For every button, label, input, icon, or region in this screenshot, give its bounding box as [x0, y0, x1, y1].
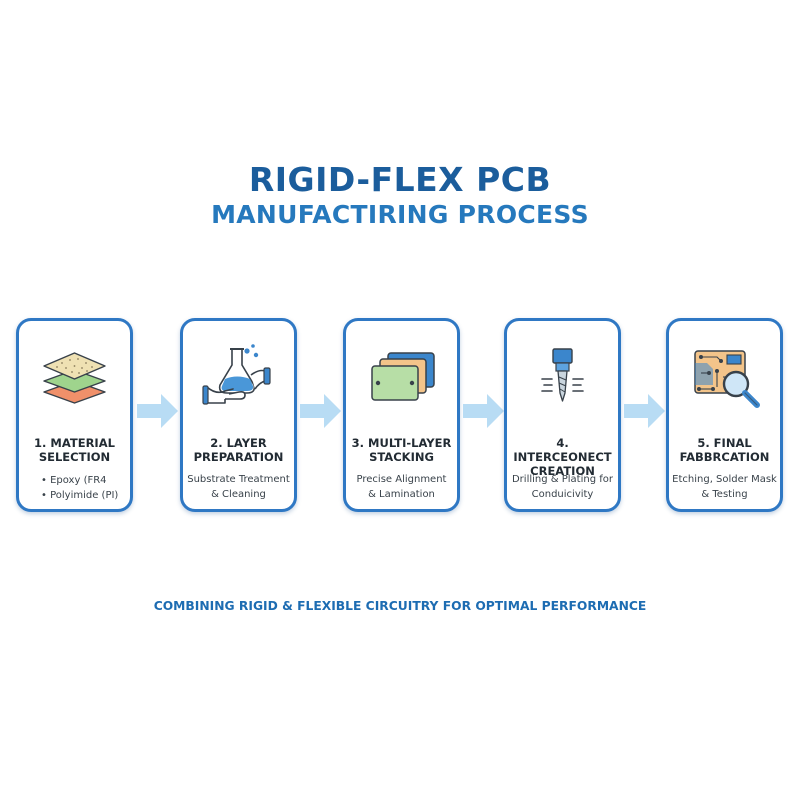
material-layers-icon	[43, 352, 106, 404]
step-title: 1. MATERIAL SELECTION	[34, 436, 115, 464]
circuit-magnifier-icon	[694, 350, 760, 408]
stacked-boards-icon	[371, 352, 435, 401]
step-description: Substrate Treatment & Cleaning	[187, 474, 290, 500]
arrow-right-icon	[300, 394, 341, 428]
arrow-right-icon	[463, 394, 504, 428]
step-description: Drilling & Plating for Conduicivity	[511, 474, 613, 500]
list-item: Polyimide (PI)	[41, 488, 118, 503]
step-title: 5. FINAL FABBRCATION	[679, 436, 770, 464]
step-title: 4. INTERCEONECT CREATION	[513, 436, 612, 478]
flask-hands-icon	[202, 344, 271, 405]
step-card-interconnect-creation: 4. INTERCEONECT CREATION Drilling & Plat…	[504, 318, 621, 512]
step-card-multi-layer-stacking: 3. MULTI-LAYER STACKING Precise Alignmen…	[343, 318, 460, 512]
diagram-title: RIGID-FLEX PCB	[248, 160, 552, 199]
material-list: Epoxy (FR4 Polyimide (PI)	[41, 473, 118, 503]
step-title: 2. LAYER PREPARATION	[193, 436, 284, 464]
step-card-final-fabrication: 5. FINAL FABBRCATION Etching, Solder Mas…	[666, 318, 783, 512]
step-card-material-selection: 1. MATERIAL SELECTION Epoxy (FR4 Polyimi…	[16, 318, 133, 512]
step-description: Precise Alignment & Lamination	[356, 474, 447, 500]
tagline: COMBINING RIGID & FLEXIBLE CIRCUITRY FOR…	[153, 599, 647, 613]
step-description: Etching, Solder Mask & Testing	[672, 474, 777, 500]
step-title: 3. MULTI-LAYER STACKING	[351, 436, 452, 464]
list-item: Epoxy (FR4	[41, 473, 118, 488]
diagram-subtitle: MANUFACTIRING PROCESS	[211, 200, 589, 229]
arrow-right-icon	[137, 394, 178, 428]
arrow-right-icon	[624, 394, 665, 428]
step-card-layer-preparation: 2. LAYER PREPARATION Substrate Treatment…	[180, 318, 297, 512]
drill-bit-icon	[541, 348, 584, 402]
